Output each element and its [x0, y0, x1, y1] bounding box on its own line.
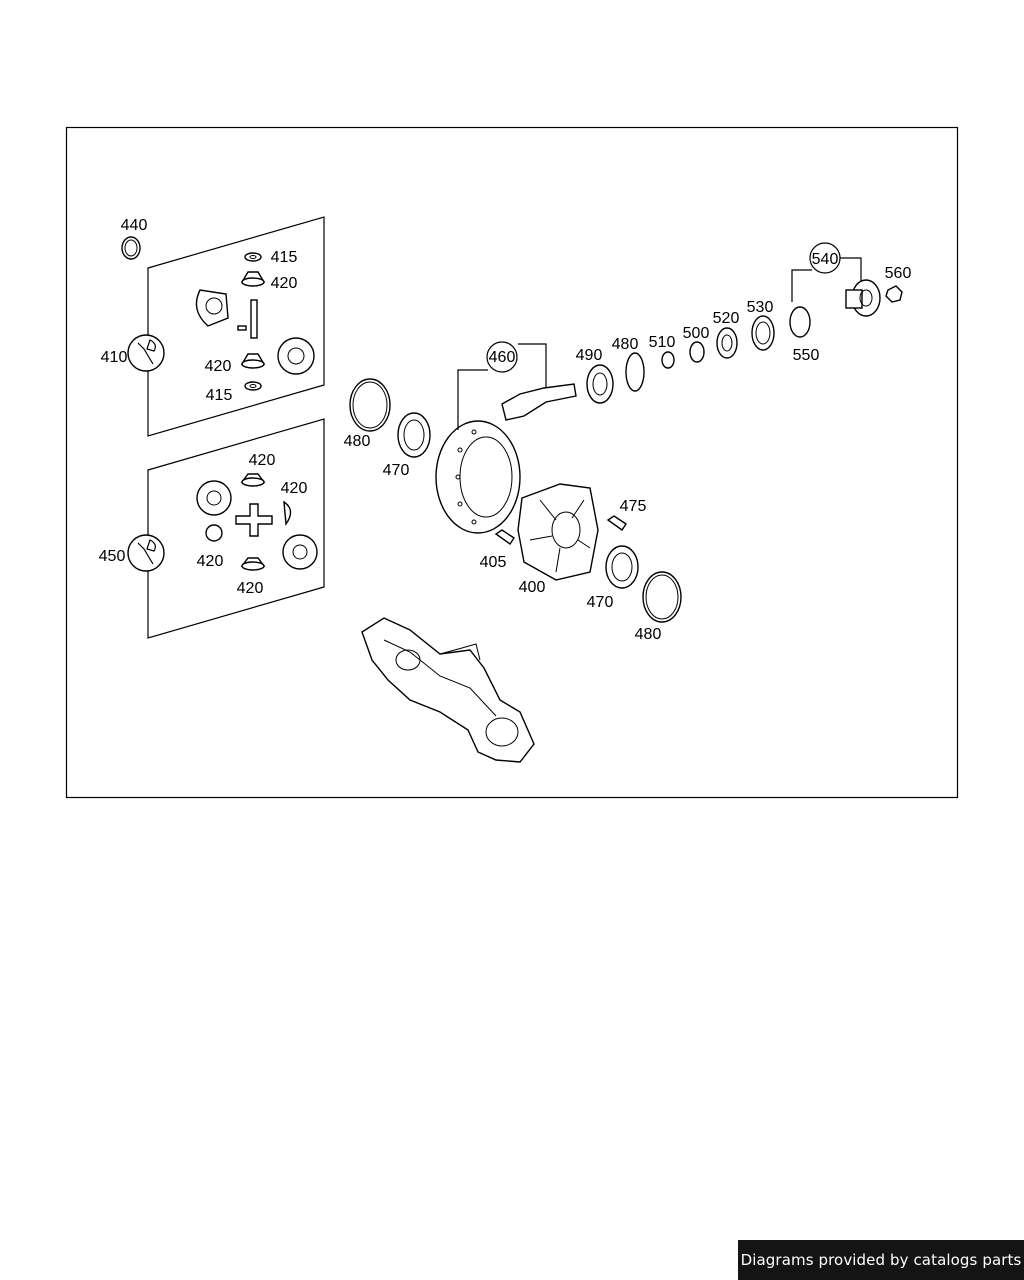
bearing-520: [716, 327, 738, 359]
callout-label: 480: [612, 336, 639, 353]
callout-label: 530: [747, 299, 774, 316]
callout-460-circle: [486, 341, 518, 373]
callout-label: 415: [206, 387, 233, 404]
callout-label: 480: [344, 433, 371, 450]
diagram-frame: [65, 126, 959, 799]
nut-560: [885, 285, 903, 303]
bearing-490: [586, 364, 614, 404]
seal-480-right: [642, 571, 682, 623]
callout-label: 400: [519, 579, 546, 596]
callout-label: 490: [576, 347, 603, 364]
callout-label: 410: [101, 349, 128, 366]
bearing-470-right: [605, 545, 639, 589]
callout-540-circle: [809, 242, 841, 274]
ring-500: [689, 341, 705, 363]
callout-label: 460: [489, 349, 516, 366]
callout-label: 550: [793, 347, 820, 364]
callout-label: 405: [480, 554, 507, 571]
callout-label: 420: [237, 580, 264, 597]
kit-450-parts: [196, 473, 318, 571]
callout-label: 560: [885, 265, 912, 282]
callout-label: 420: [281, 480, 308, 497]
ring-gear-460: [435, 420, 521, 534]
seal-480-left: [349, 378, 391, 432]
bolt-405: [494, 529, 515, 545]
callout-label: 480: [635, 626, 662, 643]
callout-label: 475: [620, 498, 647, 515]
watermark-banner: Diagrams provided by catalogs parts: [738, 1240, 1024, 1280]
callout-label: 440: [121, 217, 148, 234]
kit-450-panel: [147, 418, 325, 639]
callout-label: 450: [99, 548, 126, 565]
callout-label: 520: [713, 310, 740, 327]
callout-label: 415: [271, 249, 298, 266]
axle-assembly: [361, 617, 535, 763]
callout-label: 470: [383, 462, 410, 479]
callout-label: 470: [587, 594, 614, 611]
callout-label: 420: [249, 452, 276, 469]
seal-530: [751, 315, 775, 351]
spacer-510: [661, 351, 675, 369]
kit-410-panel: [147, 216, 325, 437]
wrench-icon: [127, 534, 165, 572]
bearing-470-left: [397, 412, 431, 458]
callout-label: 420: [271, 275, 298, 292]
flange-540: [845, 279, 881, 317]
seal-480-top: [625, 352, 645, 392]
diff-housing-400: [517, 483, 599, 581]
callout-label: 420: [197, 553, 224, 570]
callout-label: 540: [812, 251, 839, 268]
washer-550: [789, 306, 811, 338]
callout-label: 420: [205, 358, 232, 375]
wrench-icon: [127, 334, 165, 372]
callout-label: 510: [649, 334, 676, 351]
kit-410-parts: [195, 252, 315, 391]
pinion-shaft: [501, 383, 577, 421]
callout-label: 500: [683, 325, 710, 342]
bolt-475: [606, 515, 627, 531]
